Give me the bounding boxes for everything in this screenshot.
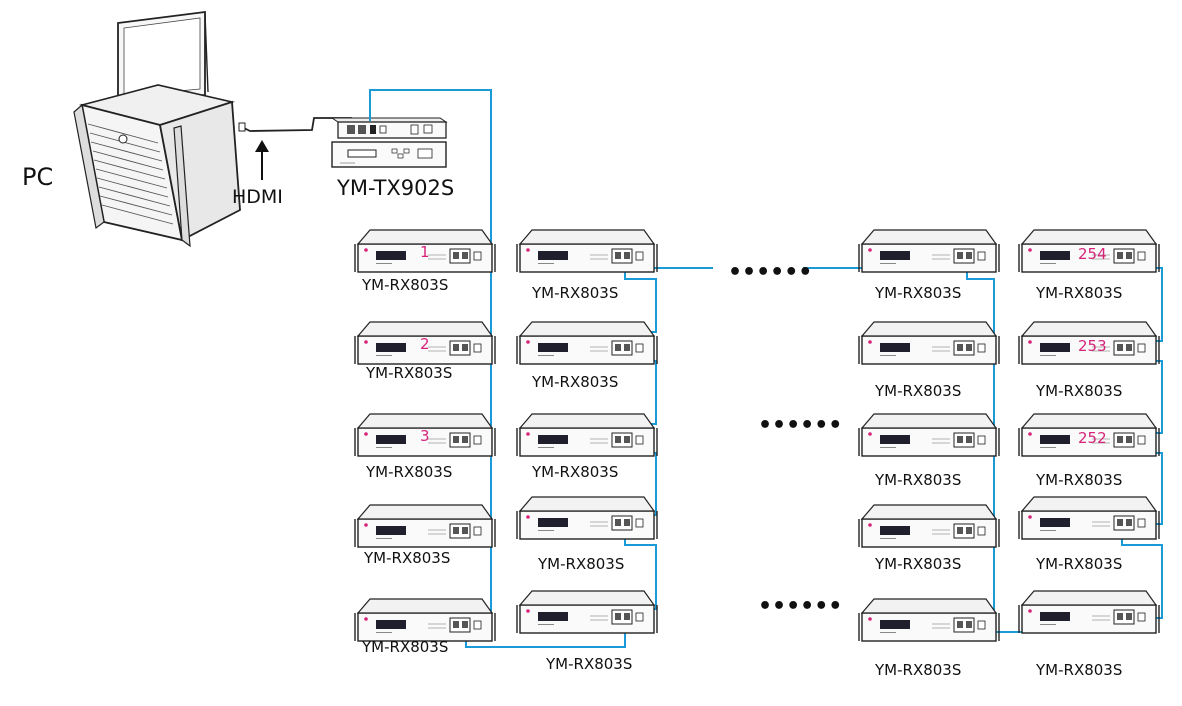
transmitter-device xyxy=(330,117,448,168)
receiver-label: YM-RX803S xyxy=(874,661,961,679)
receiver-label: YM-RX803S xyxy=(531,463,618,481)
receiver-number: 2 xyxy=(420,335,430,353)
receiver-device: 1 xyxy=(354,229,496,273)
receiver-device xyxy=(516,321,658,365)
receiver-label: YM-RX803S xyxy=(1035,661,1122,679)
receiver-device: 3 xyxy=(354,413,496,457)
receiver-device: 253 xyxy=(1018,321,1160,365)
hdmi-arrow-icon xyxy=(255,140,269,180)
receiver-label: YM-RX803S xyxy=(537,555,624,573)
receiver-device xyxy=(1018,496,1160,540)
pc-workstation-icon xyxy=(73,10,241,248)
receiver-device xyxy=(516,229,658,273)
receiver-label: YM-RX803S xyxy=(545,655,632,673)
receiver-device xyxy=(858,598,1000,642)
receiver-label: YM-RX803S xyxy=(531,373,618,391)
hdmi-cable xyxy=(238,117,352,132)
receiver-device xyxy=(1018,590,1160,634)
receiver-label: YM-RX803S xyxy=(361,276,448,294)
pc-label: PC xyxy=(22,163,53,191)
receiver-label: YM-RX803S xyxy=(1035,382,1122,400)
receiver-number: 3 xyxy=(420,427,430,445)
receiver-device: 254 xyxy=(1018,229,1160,273)
receiver-label: YM-RX803S xyxy=(874,382,961,400)
receiver-number: 254 xyxy=(1078,245,1107,263)
receiver-device xyxy=(516,413,658,457)
receiver-label: YM-RX803S xyxy=(874,555,961,573)
receiver-label: YM-RX803S xyxy=(531,284,618,302)
receiver-device xyxy=(354,598,496,642)
receiver-number: 252 xyxy=(1078,429,1107,447)
receiver-number: 1 xyxy=(420,243,430,261)
receiver-label: YM-RX803S xyxy=(1035,555,1122,573)
receiver-label: YM-RX803S xyxy=(365,463,452,481)
receiver-device xyxy=(858,229,1000,273)
receiver-device xyxy=(858,413,1000,457)
receiver-label: YM-RX803S xyxy=(874,471,961,489)
ellipsis-middle: •••••• xyxy=(758,413,842,438)
receiver-number: 253 xyxy=(1078,337,1107,355)
ellipsis-bottom: •••••• xyxy=(758,594,842,619)
receiver-label: YM-RX803S xyxy=(1035,284,1122,302)
hdmi-label: HDMI xyxy=(232,186,283,208)
receiver-device: 252 xyxy=(1018,413,1160,457)
receiver-device xyxy=(516,496,658,540)
receiver-device xyxy=(354,504,496,548)
receiver-label: YM-RX803S xyxy=(361,638,448,656)
ellipsis-top: •••••• xyxy=(728,260,812,285)
receiver-device xyxy=(858,321,1000,365)
receiver-device: 2 xyxy=(354,321,496,365)
receiver-label: YM-RX803S xyxy=(365,364,452,382)
receiver-label: YM-RX803S xyxy=(363,549,450,567)
transmitter-label: YM-TX902S xyxy=(336,176,454,200)
receiver-device xyxy=(516,590,658,634)
receiver-label: YM-RX803S xyxy=(874,284,961,302)
receiver-label: YM-RX803S xyxy=(1035,471,1122,489)
receiver-device xyxy=(858,504,1000,548)
